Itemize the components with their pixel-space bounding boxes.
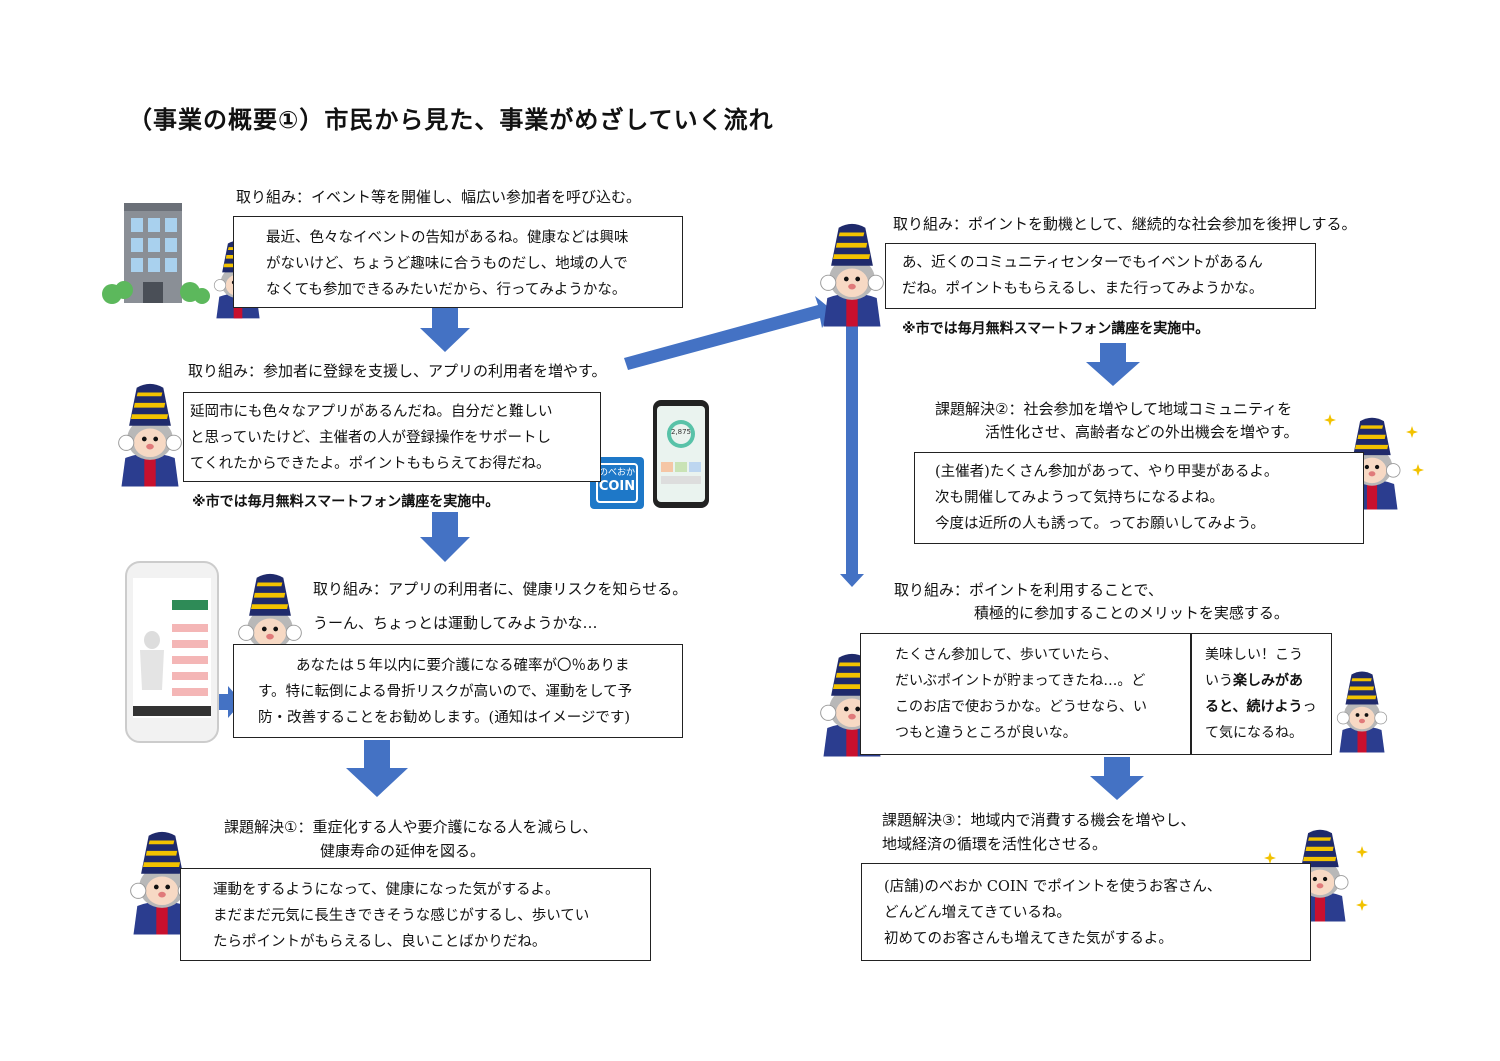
r-step1-box: あ、近くのコミュニティセンターでもイベントがあるん だね。ポイントももらえるし、… [885,243,1316,309]
phone-health-screen [125,561,219,743]
r-step3-right-bold: ると、続けよう [1205,699,1303,715]
r-step3-line: たくさん参加して、歩いていたら、 [895,647,1118,663]
step3-line: す。特に転倒による骨折リスクが高いので、運動をして予 [258,684,633,700]
step4-line: 運動をするようになって、健康になった気がするよ。 [213,882,560,898]
r-step3-line: このお店で使おうかな。どうせなら、い [895,699,1147,715]
r-step3-label-1: 取り組み：ポイントを利用することで、 [894,581,1163,599]
step4-label-2: 健康寿命の延伸を図る。 [320,842,486,860]
app-logo-line1: のべおか [598,468,635,478]
r-step2-line: 今度は近所の人も誘って。ってお願いしてみよう。 [935,516,1265,532]
step2-line: てくれたからできたよ。ポイントももらえてお得だね。 [190,456,551,472]
step3-line: あなたは５年以内に要介護になる確率が〇％ありま [296,658,630,674]
step2-label: 取り組み：参加者に登録を支援し、アプリの利用者を増やす。 [188,362,607,380]
step1-line: 最近、色々なイベントの告知があるね。健康などは興味 [266,230,629,246]
arrow-down-r1 [1086,343,1140,386]
step3-thought: うーん、ちょっとは運動してみようかな… [313,614,598,632]
step3-line: 防・改善することをお勧めします。(通知はイメージです) [258,710,631,726]
step2-note: ※市では毎月無料スマートフォン講座を実施中。 [192,494,500,510]
flow-arrows [212,296,1144,800]
step3-label: 取り組み：アプリの利用者に、健康リスクを知らせる。 [313,580,688,598]
r-step4-label-2: 地域経済の循環を活性化させる。 [882,835,1108,853]
step3-box: あなたは５年以内に要介護になる確率が〇％ありま す。特に転倒による骨折リスクが高… [233,644,683,738]
phone-app-screen [653,400,709,508]
phone-value: 2,875 [670,428,692,436]
step4-box: 運動をするようになって、健康になった気がするよ。 まだまだ元気に長生きできそうな… [180,868,651,961]
app-logo [590,457,644,509]
step4-line: たらポイントがもらえるし、良いことばかりだね。 [213,934,547,950]
r-step3-right-text-part: いう [1205,673,1233,689]
arrow-long-vertical [840,320,864,587]
r-step4-line: 初めてのお客さんも増えてきた気がするよ。 [884,931,1173,947]
r-step3-line: だいぶポイントが貯まってきたね…。ど [895,673,1146,689]
app-logo-text: のべおか COIN [596,468,638,494]
mascot-8 [1336,671,1388,753]
page-title: （事業の概要①）市民から見た、事業がめざしていく流れ [128,106,774,134]
r-step3-left-text: たくさん参加して、歩いていたら、 だいぶポイントが貯まってきたね…。ど このお店… [895,642,1147,746]
step2-box: 延岡市にも色々なアプリがあるんだね。自分だと難しい と思っていたけど、主催者の人… [183,392,601,482]
r-step4-box: (店舗)のべおか COIN でポイントを使うお客さん、 どんどん増えてきているね… [861,863,1311,961]
r-step2-box: (主催者)たくさん参加があって、やり甲斐があるよ。 次も開催してみようって気持ち… [914,452,1364,544]
r-step1-line: だね。ポイントももらえるし、また行ってみようかな。 [902,281,1264,297]
r-step3-right-bold: 楽しみがあ [1233,673,1303,689]
r-step2-line: 次も開催してみようって気持ちになるよね。 [935,490,1224,506]
r-step1-line: あ、近くのコミュニティセンターでもイベントがあるん [902,255,1263,271]
mascot-5 [820,223,884,327]
r-step2-label-2: 活性化させ、高齢者などの外出機会を増やす。 [985,423,1299,441]
step1-line: がないけど、ちょうど趣味に合うものだし、地域の人で [266,256,628,272]
r-step3-right-text: 美味しい！こう いう楽しみがあ ると、続けようっ て気になるね。 [1205,642,1316,746]
r-step1-label: 取り組み：ポイントを動機として、継続的な社会参加を後押しする。 [893,215,1357,233]
arrow-down-1 [420,308,470,352]
building-illustration [102,203,210,304]
step4-line: まだまだ元気に長生きできそうな感じがするし、歩いてい [213,908,590,924]
step2-line: 延岡市にも色々なアプリがあるんだね。自分だと難しい [190,404,553,420]
r-step3-right-line: 美味しい！こう [1205,647,1303,663]
mascot-2 [118,383,182,487]
r-step2-line: (主催者)たくさん参加があって、やり甲斐があるよ。 [935,464,1279,480]
r-step2-label-1: 課題解決②：社会参加を増やして地域コミュニティを [935,400,1293,418]
step1-box: 最近、色々なイベントの告知があるね。健康などは興味 がないけど、ちょうど趣味に合… [233,216,683,308]
step1-label: 取り組み：イベント等を開催し、幅広い参加者を呼び込む。 [236,188,642,206]
r-step3-divider [1190,634,1192,754]
step4-label-1: 課題解決①：重症化する人や要介護になる人を減らし、 [224,818,598,836]
r-step4-line: (店舗)のべおか COIN でポイントを使うお客さん、 [884,879,1222,895]
r-step4-label-1: 課題解決③：地域内で消費する機会を増やし、 [882,811,1196,829]
r-step3-line: つもと違うところが良いな。 [895,725,1077,741]
step1-line: なくても参加できるみたいだから、行ってみようかな。 [266,282,627,298]
arrow-diagonal [624,296,832,370]
arrow-down-2 [420,512,470,562]
r-step3-label-2: 積極的に参加することのメリットを実感する。 [974,604,1289,622]
r-step3-right-text-part: っ [1302,699,1317,715]
arrow-down-3 [346,740,408,797]
r-step3-right-line: て気になるね。 [1205,725,1303,741]
arrow-down-r2 [1090,757,1144,800]
r-step4-line: どんどん増えてきているね。 [884,905,1071,921]
app-logo-line2: COIN [598,479,636,494]
step2-line: と思っていたけど、主催者の人が登録操作をサポートし [190,430,552,446]
r-step1-note: ※市では毎月無料スマートフォン講座を実施中。 [902,321,1210,337]
r-step3-box: たくさん参加して、歩いていたら、 だいぶポイントが貯まってきたね…。ど このお店… [860,633,1332,755]
